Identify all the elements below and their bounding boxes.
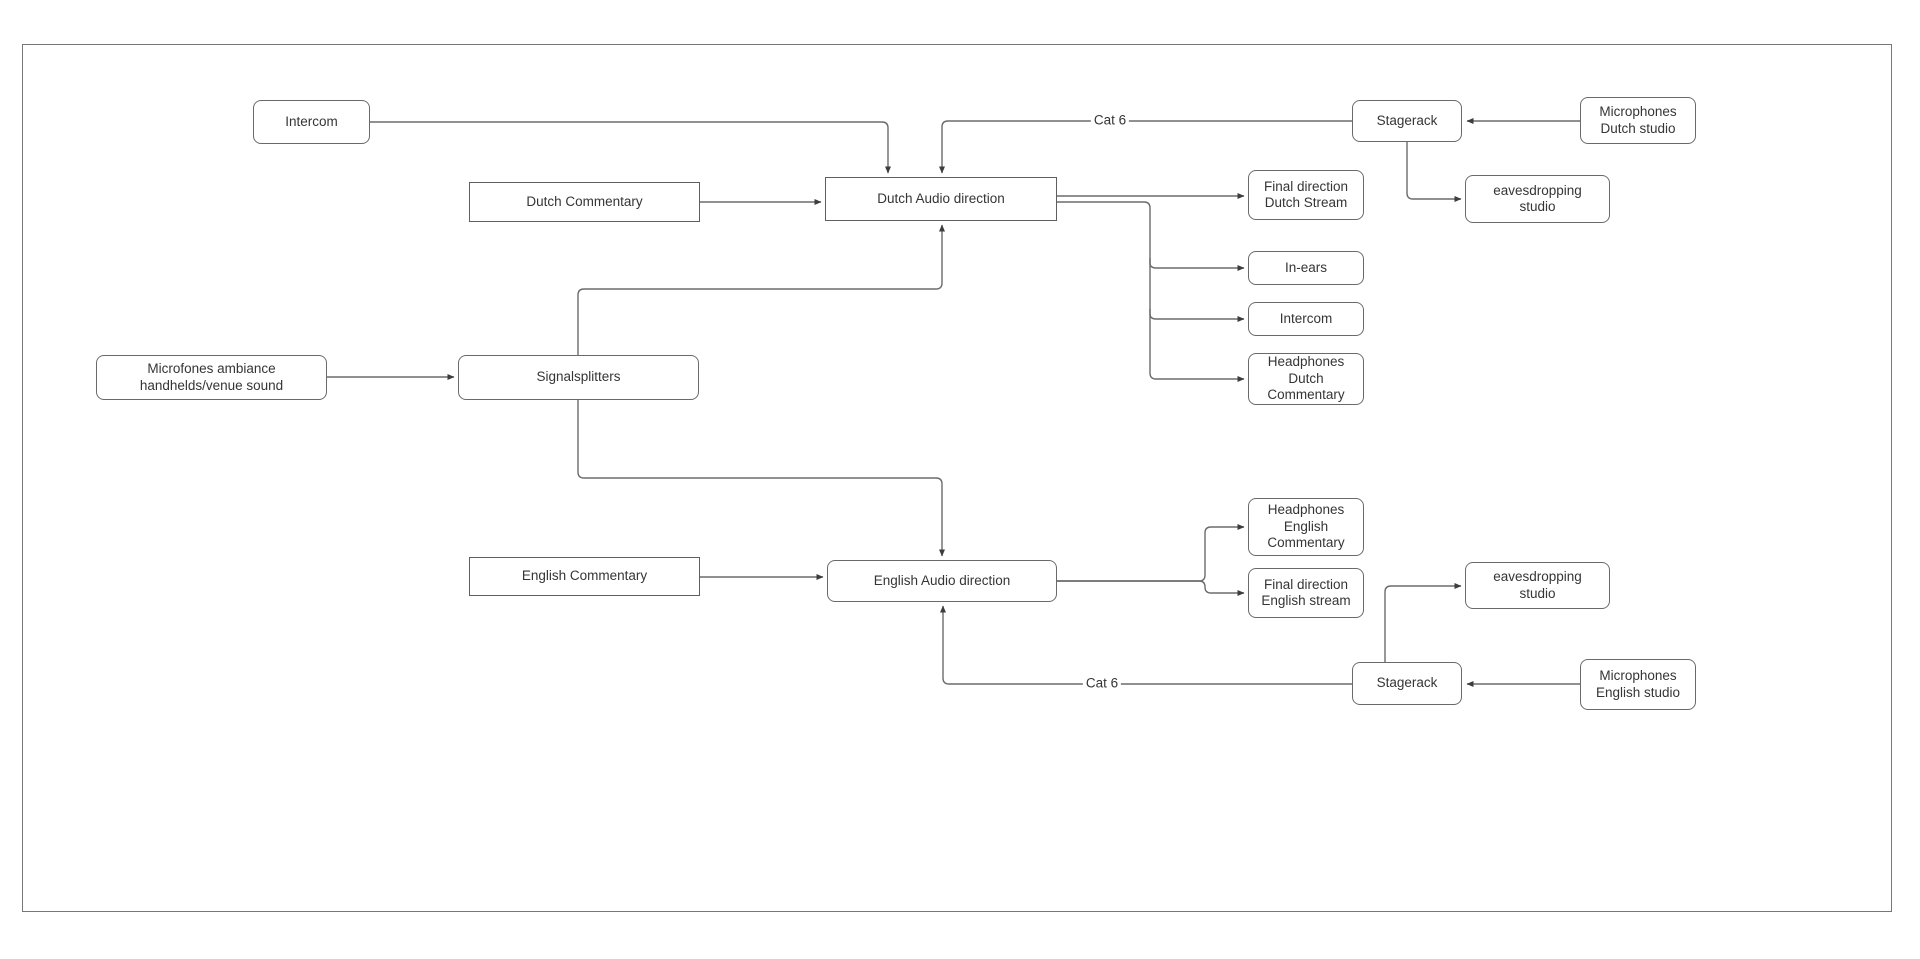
node-final-direction-english-stream: Final direction English stream bbox=[1248, 568, 1364, 618]
node-microphones-english-studio: Microphones English studio bbox=[1580, 659, 1696, 710]
node-dutch-audio-direction: Dutch Audio direction bbox=[825, 177, 1057, 221]
node-dutch-commentary: Dutch Commentary bbox=[469, 182, 700, 222]
node-eavesdropping-studio-bottom: eavesdropping studio bbox=[1465, 562, 1610, 609]
node-intercom-source: Intercom bbox=[253, 100, 370, 144]
node-intercom-output: Intercom bbox=[1248, 302, 1364, 336]
node-english-commentary: English Commentary bbox=[469, 557, 700, 596]
node-headphones-dutch-commentary: Headphones Dutch Commentary bbox=[1248, 353, 1364, 405]
edge-label-stagerack-top-to-dutch-audio: Cat 6 bbox=[1090, 112, 1130, 128]
node-microfones-ambiance: Microfones ambiance handhelds/venue soun… bbox=[96, 355, 327, 400]
edge-label-stagerack-bottom-to-english-audio: Cat 6 bbox=[1082, 675, 1122, 691]
node-eavesdropping-studio-top: eavesdropping studio bbox=[1465, 175, 1610, 223]
node-stagerack-top: Stagerack bbox=[1352, 100, 1462, 142]
node-in-ears: In-ears bbox=[1248, 251, 1364, 285]
node-stagerack-bottom: Stagerack bbox=[1352, 662, 1462, 705]
node-english-audio-direction: English Audio direction bbox=[827, 560, 1057, 602]
node-signalsplitters: Signalsplitters bbox=[458, 355, 699, 400]
diagram-frame-border bbox=[22, 44, 1892, 912]
node-microphones-dutch-studio: Microphones Dutch studio bbox=[1580, 97, 1696, 144]
node-final-direction-dutch-stream: Final direction Dutch Stream bbox=[1248, 170, 1364, 220]
node-headphones-english-commentary: Headphones English Commentary bbox=[1248, 498, 1364, 556]
